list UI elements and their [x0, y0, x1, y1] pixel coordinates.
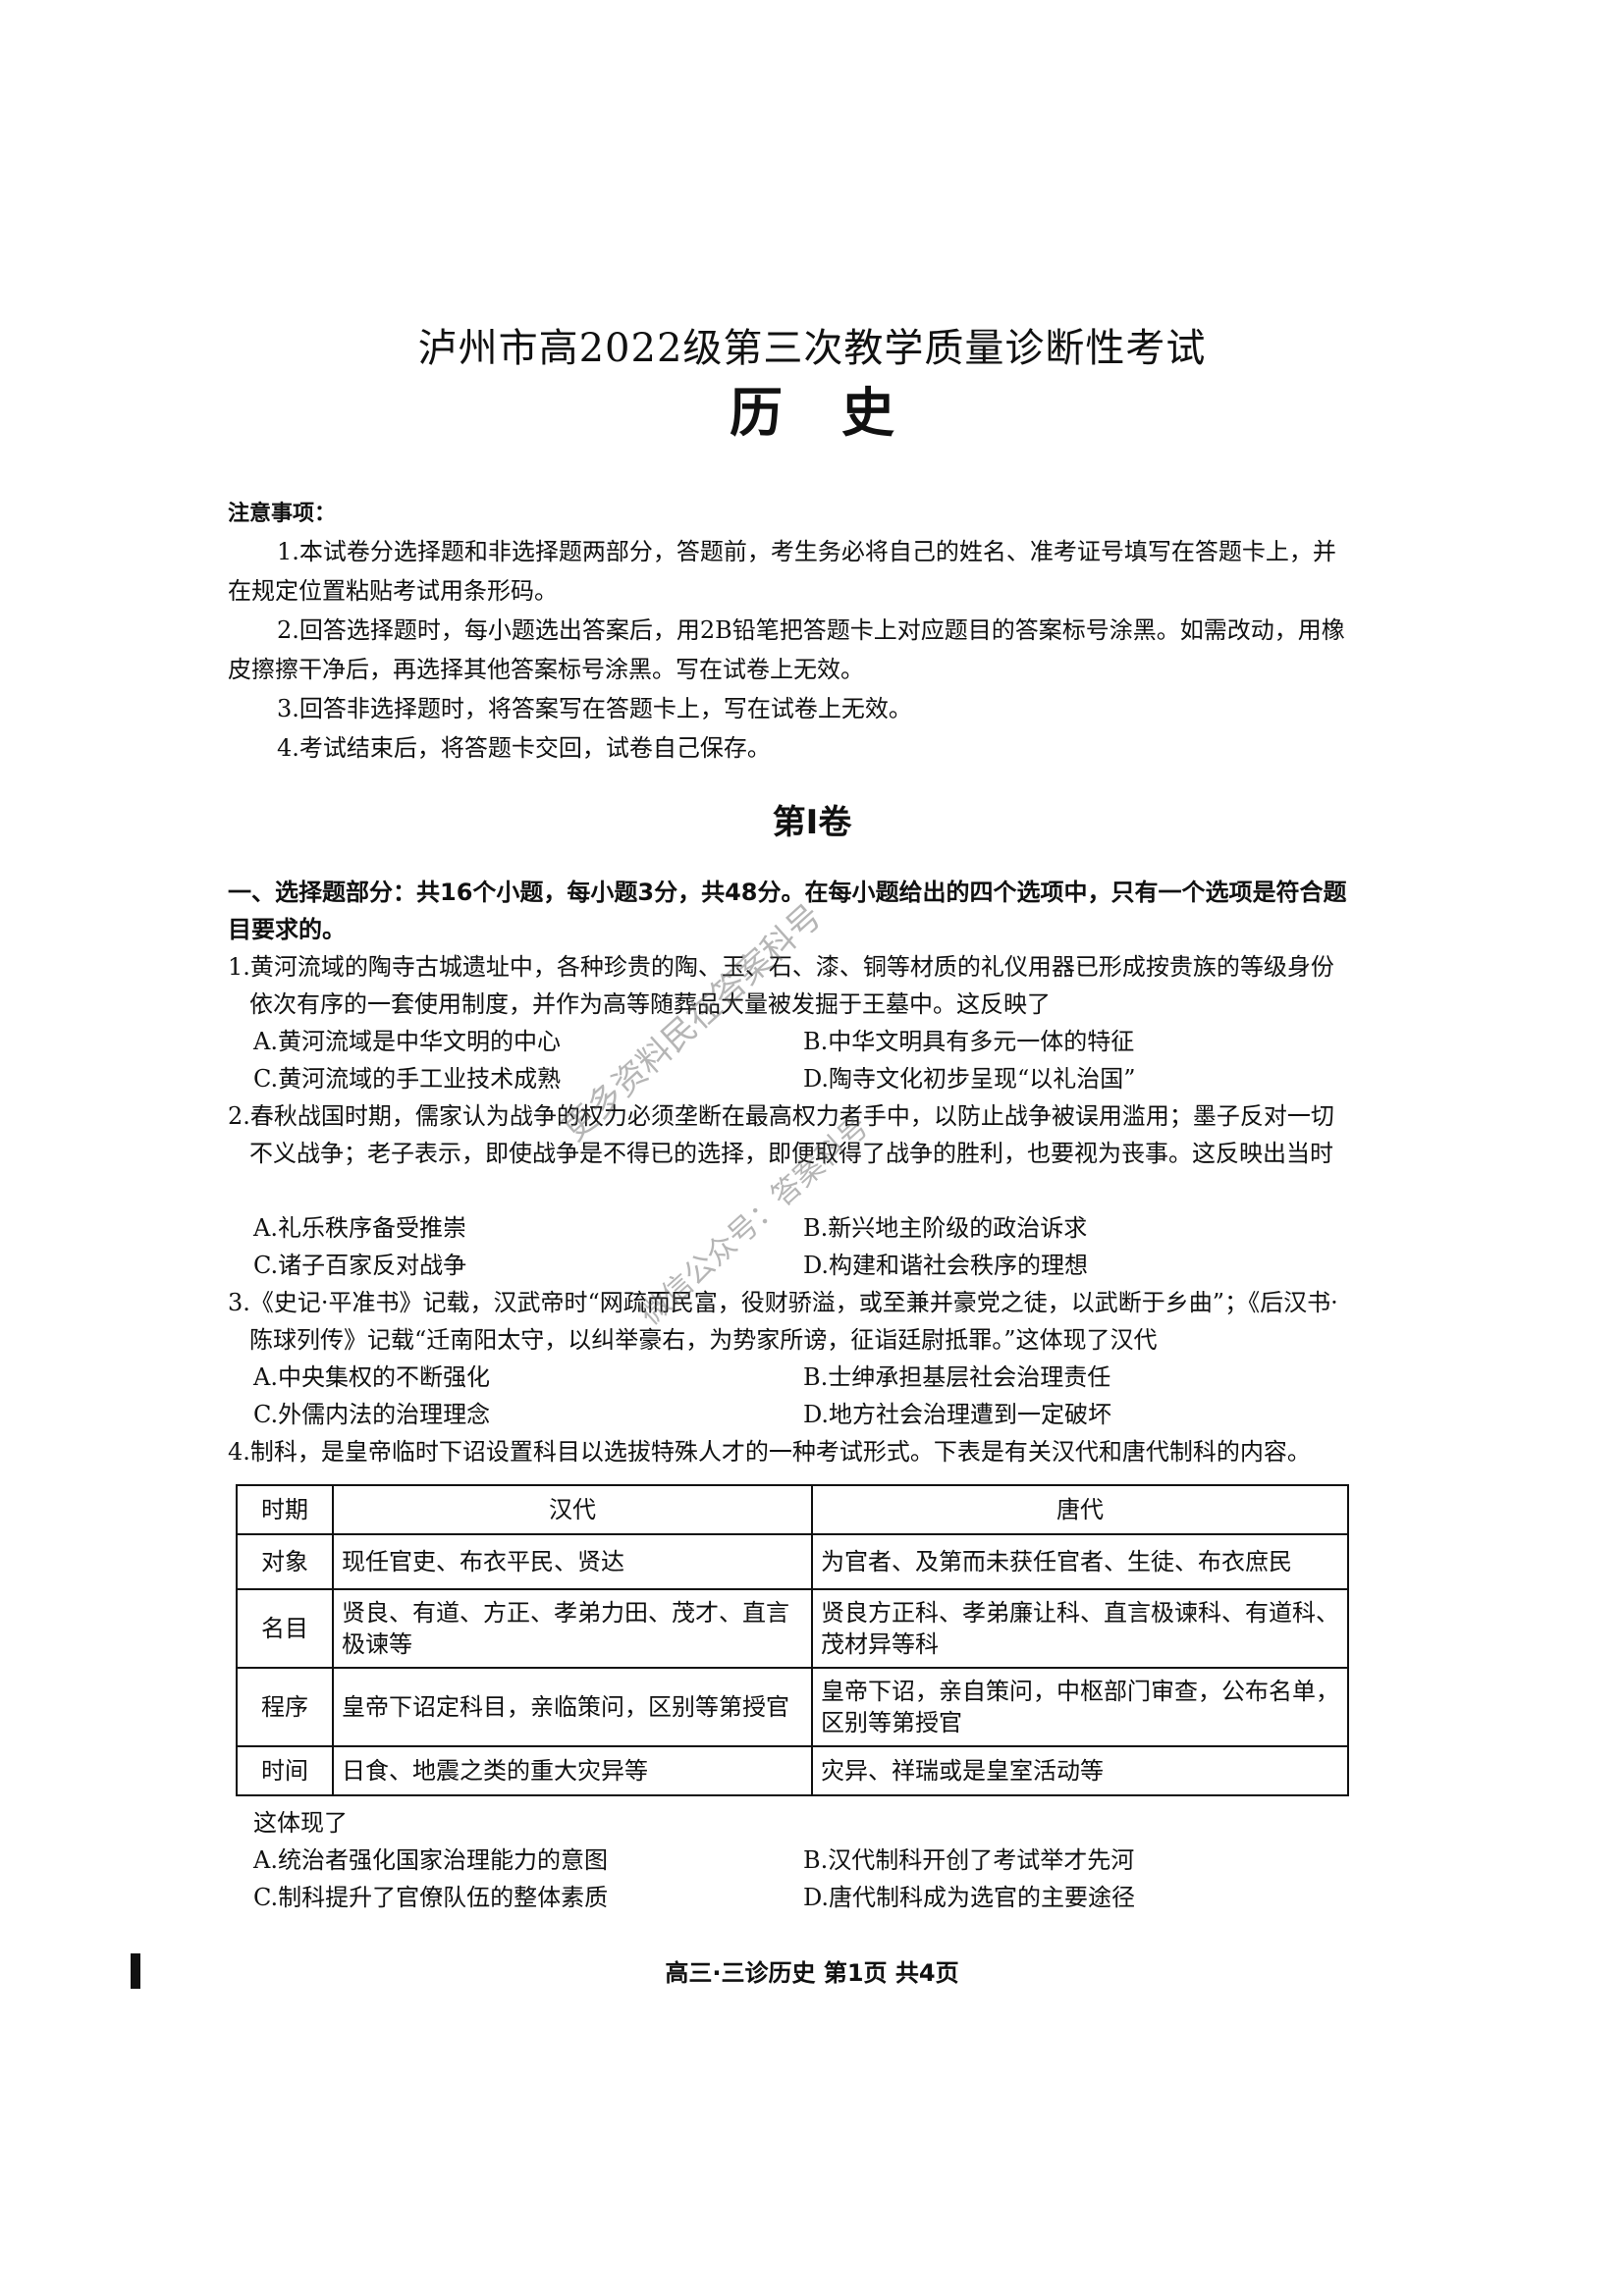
table-row: 程序 皇帝下诏定科目，亲临策问，区别等第授官 皇帝下诏，亲自策问，中枢部门审查，… — [236, 1667, 1349, 1747]
option-a[interactable]: A.黄河流域是中华文明的中心 — [253, 1028, 561, 1055]
notice-item-3: 3.回答非选择题时，将答案写在答题卡上，写在试卷上无效。 — [277, 695, 912, 722]
page-footer: 高三·三诊历史 第1页 共4页 — [665, 1959, 959, 1987]
registration-mark — [131, 1953, 140, 1989]
option-a[interactable]: A.统治者强化国家治理能力的意图 — [253, 1846, 608, 1874]
table-row: 时间 日食、地震之类的重大灾异等 灾异、祥瑞或是皇室活动等 — [236, 1745, 1349, 1796]
option-a[interactable]: A.礼乐秩序备受推崇 — [253, 1214, 466, 1242]
option-b[interactable]: B.中华文明具有多元一体的特征 — [803, 1028, 1135, 1055]
table-cell: 现任官吏、布衣平民、贤达 — [332, 1533, 813, 1590]
notice-item-2: 2.回答选择题时，每小题选出答案后，用2B铅笔把答题卡上对应题目的答案标号涂黑。… — [228, 616, 1345, 683]
question-2-stem: 2.春秋战国时期，儒家认为战争的权力必须垄断在最高权力者手中，以防止战争被误用滥… — [228, 1102, 1334, 1167]
option-d[interactable]: D.构建和谐社会秩序的理想 — [803, 1252, 1089, 1279]
table-row: 对象 现任官吏、布衣平民、贤达 为官者、及第而未获任官者、生徒、布衣庶民 — [236, 1533, 1349, 1590]
table-cell: 名目 — [236, 1588, 334, 1669]
question-2-options: A.礼乐秩序备受推崇 B.新兴地主阶级的政治诉求 C.诸子百家反对战争 D.构建… — [253, 1209, 1353, 1284]
question-4-stem: 4.制科，是皇帝临时下诏设置科目以选拔特殊人才的一种考试形式。下表是有关汉代和唐… — [228, 1438, 1311, 1466]
option-d[interactable]: D.唐代制科成为选官的主要途径 — [803, 1884, 1136, 1911]
table-cell: 日食、地震之类的重大灾异等 — [332, 1745, 813, 1796]
notice-item-4: 4.考试结束后，将答题卡交回，试卷自己保存。 — [277, 734, 771, 762]
table-cell: 灾异、祥瑞或是皇室活动等 — [811, 1745, 1349, 1796]
table-cell: 时间 — [236, 1745, 334, 1796]
option-a[interactable]: A.中央集权的不断强化 — [253, 1363, 490, 1391]
question-3-options: A.中央集权的不断强化 B.士绅承担基层社会治理责任 C.外儒内法的治理理念 D… — [253, 1359, 1353, 1433]
option-b[interactable]: B.汉代制科开创了考试举才先河 — [803, 1846, 1135, 1874]
subject-title: 历史 — [730, 382, 953, 444]
comparison-table: 时期 汉代 唐代 对象 现任官吏、布衣平民、贤达 为官者、及第而未获任官者、生徒… — [236, 1484, 1349, 1796]
table-cell: 皇帝下诏定科目，亲临策问，区别等第授官 — [332, 1667, 813, 1747]
option-c[interactable]: C.诸子百家反对战争 — [253, 1252, 467, 1279]
exam-title: 泸州市高2022级第三次教学质量诊断性考试 — [417, 326, 1207, 371]
question-4-lead: 这体现了 — [253, 1809, 348, 1837]
question-1-stem: 1.黄河流域的陶寺古城遗址中，各种珍贵的陶、玉、石、漆、铜等材质的礼仪用器已形成… — [228, 953, 1334, 1018]
option-d[interactable]: D.地方社会治理遭到一定破坏 — [803, 1401, 1112, 1428]
table-header-cell: 唐代 — [811, 1484, 1349, 1535]
option-d[interactable]: D.陶寺文化初步呈现“以礼治国” — [803, 1065, 1136, 1093]
question-4-options: A.统治者强化国家治理能力的意图 B.汉代制科开创了考试举才先河 C.制科提升了… — [253, 1842, 1353, 1916]
option-c[interactable]: C.制科提升了官僚队伍的整体素质 — [253, 1884, 609, 1911]
option-c[interactable]: C.外儒内法的治理理念 — [253, 1401, 491, 1428]
section-instructions: 一、选择题部分：共16个小题，每小题3分，共48分。在每小题给出的四个选项中，只… — [228, 879, 1347, 943]
table-header-cell: 汉代 — [332, 1484, 813, 1535]
table-cell: 程序 — [236, 1667, 334, 1747]
question-1-options: A.黄河流域是中华文明的中心 B.中华文明具有多元一体的特征 C.黄河流域的手工… — [253, 1023, 1353, 1097]
table-row: 名目 贤良、有道、方正、孝弟力田、茂才、直言极谏等 贤良方正科、孝弟廉让科、直言… — [236, 1588, 1349, 1669]
table-cell: 皇帝下诏，亲自策问，中枢部门审查，公布名单，区别等第授官 — [811, 1667, 1349, 1747]
option-b[interactable]: B.新兴地主阶级的政治诉求 — [803, 1214, 1088, 1242]
table-cell: 贤良、有道、方正、孝弟力田、茂才、直言极谏等 — [332, 1588, 813, 1669]
volume-heading: 第Ⅰ卷 — [772, 803, 852, 842]
question-3-stem: 3.《史记·平准书》记载，汉武帝时“网疏而民富，役财骄溢，或至兼并豪党之徒，以武… — [228, 1289, 1338, 1354]
option-c[interactable]: C.黄河流域的手工业技术成熟 — [253, 1065, 562, 1093]
table-cell: 为官者、及第而未获任官者、生徒、布衣庶民 — [811, 1533, 1349, 1590]
table-cell: 贤良方正科、孝弟廉让科、直言极谏科、有道科、茂材异等科 — [811, 1588, 1349, 1669]
table-header-row: 时期 汉代 唐代 — [236, 1484, 1349, 1535]
notice-item-1: 1.本试卷分选择题和非选择题两部分，答题前，考生务必将自己的姓名、准考证号填写在… — [228, 538, 1336, 605]
option-b[interactable]: B.士绅承担基层社会治理责任 — [803, 1363, 1111, 1391]
table-cell: 对象 — [236, 1533, 334, 1590]
notice-heading: 注意事项： — [228, 502, 337, 526]
table-header-cell: 时期 — [236, 1484, 334, 1535]
